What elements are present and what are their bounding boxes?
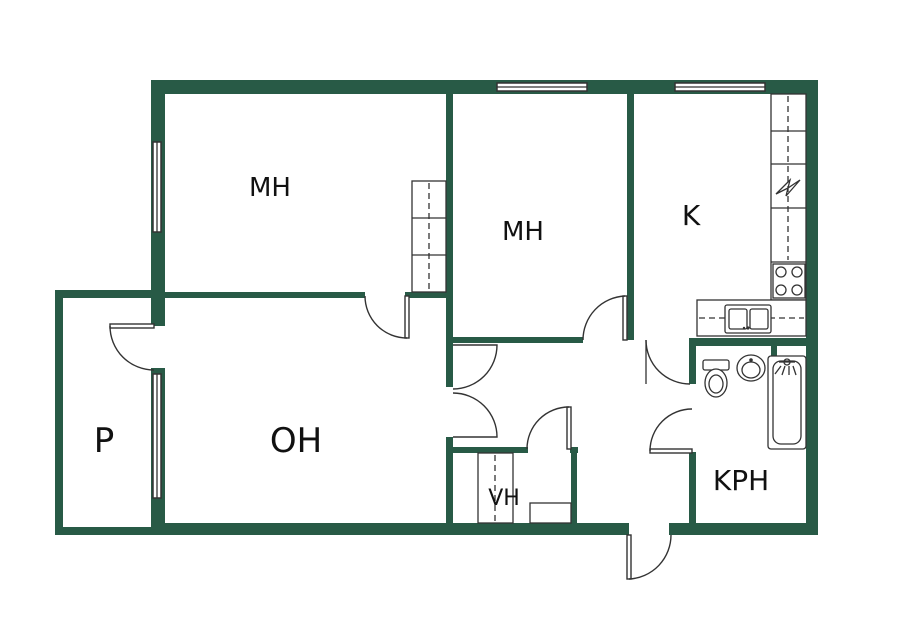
room-labels: MH MH K OH P VH KPH bbox=[94, 173, 769, 511]
door-kitchen bbox=[645, 339, 691, 385]
room-label-living-room: OH bbox=[270, 421, 322, 461]
room-label-bedroom-2: MH bbox=[502, 217, 544, 247]
sink bbox=[724, 304, 772, 334]
walls bbox=[55, 80, 818, 535]
room-label-bathroom: KPH bbox=[713, 464, 769, 497]
door-bathroom bbox=[649, 408, 693, 454]
shower bbox=[774, 358, 797, 376]
kitchen-counter bbox=[696, 93, 807, 337]
wardrobe bbox=[411, 180, 447, 293]
windows bbox=[152, 82, 766, 499]
closet-shelf bbox=[477, 452, 572, 524]
door-closet bbox=[526, 406, 572, 450]
door-bedroom-2 bbox=[582, 295, 628, 341]
room-label-balcony: P bbox=[94, 421, 115, 461]
room-label-walk-in-closet: VH bbox=[488, 486, 520, 511]
door-entrance bbox=[626, 534, 672, 580]
room-label-bedroom-1: MH bbox=[249, 173, 291, 203]
stove bbox=[772, 263, 806, 299]
bathtub bbox=[767, 355, 807, 450]
lightning-icon bbox=[775, 177, 801, 197]
toilet bbox=[702, 359, 730, 398]
washbasin bbox=[736, 354, 766, 382]
door-bedroom-1 bbox=[364, 295, 410, 339]
door-balcony bbox=[109, 323, 155, 371]
doors bbox=[109, 295, 693, 580]
door-living-room bbox=[452, 344, 498, 438]
room-label-kitchen: K bbox=[682, 199, 701, 232]
